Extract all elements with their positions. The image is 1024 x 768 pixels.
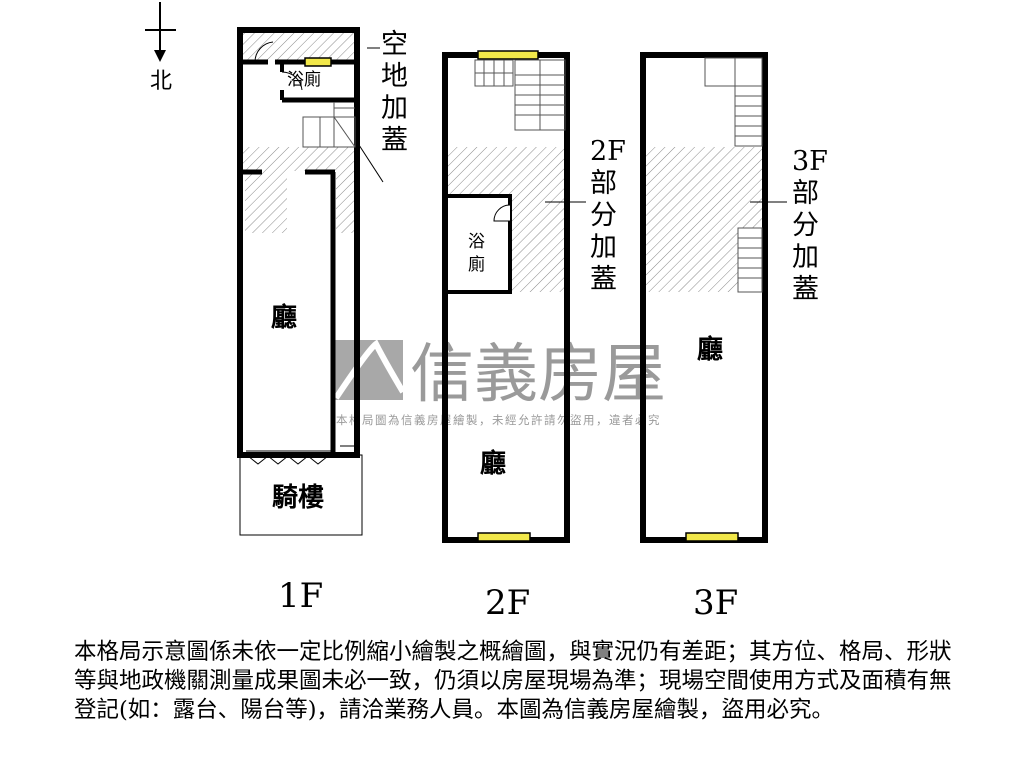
annotation-char: 部 <box>792 178 819 209</box>
annotation-char: 加 <box>381 93 408 124</box>
room-hall-1f: 廳 <box>271 302 297 333</box>
room-bath-2f: 廁 <box>468 254 485 275</box>
annotation-char: 3F <box>792 146 828 177</box>
annotation-char: 加 <box>792 242 819 273</box>
floor-label-2f: 2F <box>485 583 530 623</box>
stairs <box>704 57 763 293</box>
watermark-notice: 本格局圖為信義房屋繪製，未經允許請勿盜用，違者必究 <box>336 413 661 427</box>
front-door <box>246 445 356 465</box>
north-arrow-icon <box>145 2 176 62</box>
annotation-char: 分 <box>792 210 819 241</box>
disclaimer: 本格局示意圖係未依一定比例縮小繪製之概繪圖，與實況仍有差距；其方位、格局、形狀等… <box>74 639 952 723</box>
watermark-brand: 信義房屋 <box>410 338 666 412</box>
annotation-char: 2F <box>590 136 626 167</box>
floor-2f-plan: 浴 廁 廳 <box>442 50 570 543</box>
annotation-char: 部 <box>590 168 617 199</box>
room-bath-1f: 浴廁 <box>287 69 321 90</box>
window <box>304 57 332 67</box>
stairs <box>474 59 566 131</box>
annotation-char: 地 <box>381 61 408 92</box>
room-hall-3f: 廳 <box>697 334 723 365</box>
annotation-char: 蓋 <box>792 274 819 305</box>
stairs <box>302 102 356 148</box>
annotation-char: 空 <box>381 29 408 60</box>
watermark: 信義房屋 本格局圖為信義房屋繪製，未經允許請勿盜用，違者必究 <box>333 338 666 427</box>
annotation-char: 蓋 <box>590 264 617 295</box>
room-arcade-1f: 騎樓 <box>272 482 324 513</box>
floor-label-3f: 3F <box>693 583 738 623</box>
annotation-char: 分 <box>590 200 617 231</box>
annotation-char: 加 <box>590 232 617 263</box>
annotation-char: 蓋 <box>381 125 408 156</box>
room-bath-2f-char1: 浴 <box>468 232 485 252</box>
annotation-1f: 空地加蓋 <box>381 29 408 156</box>
room-hall-2f: 廳 <box>480 448 506 479</box>
north-label: 北 <box>150 69 172 94</box>
floor-label-1f: 1F <box>278 576 323 616</box>
window <box>477 532 531 542</box>
floor-1f-plan: 浴廁 廳 騎樓 <box>237 27 384 536</box>
window <box>685 532 739 542</box>
window <box>477 50 539 60</box>
floor-3f-plan: 廳 <box>640 52 768 543</box>
